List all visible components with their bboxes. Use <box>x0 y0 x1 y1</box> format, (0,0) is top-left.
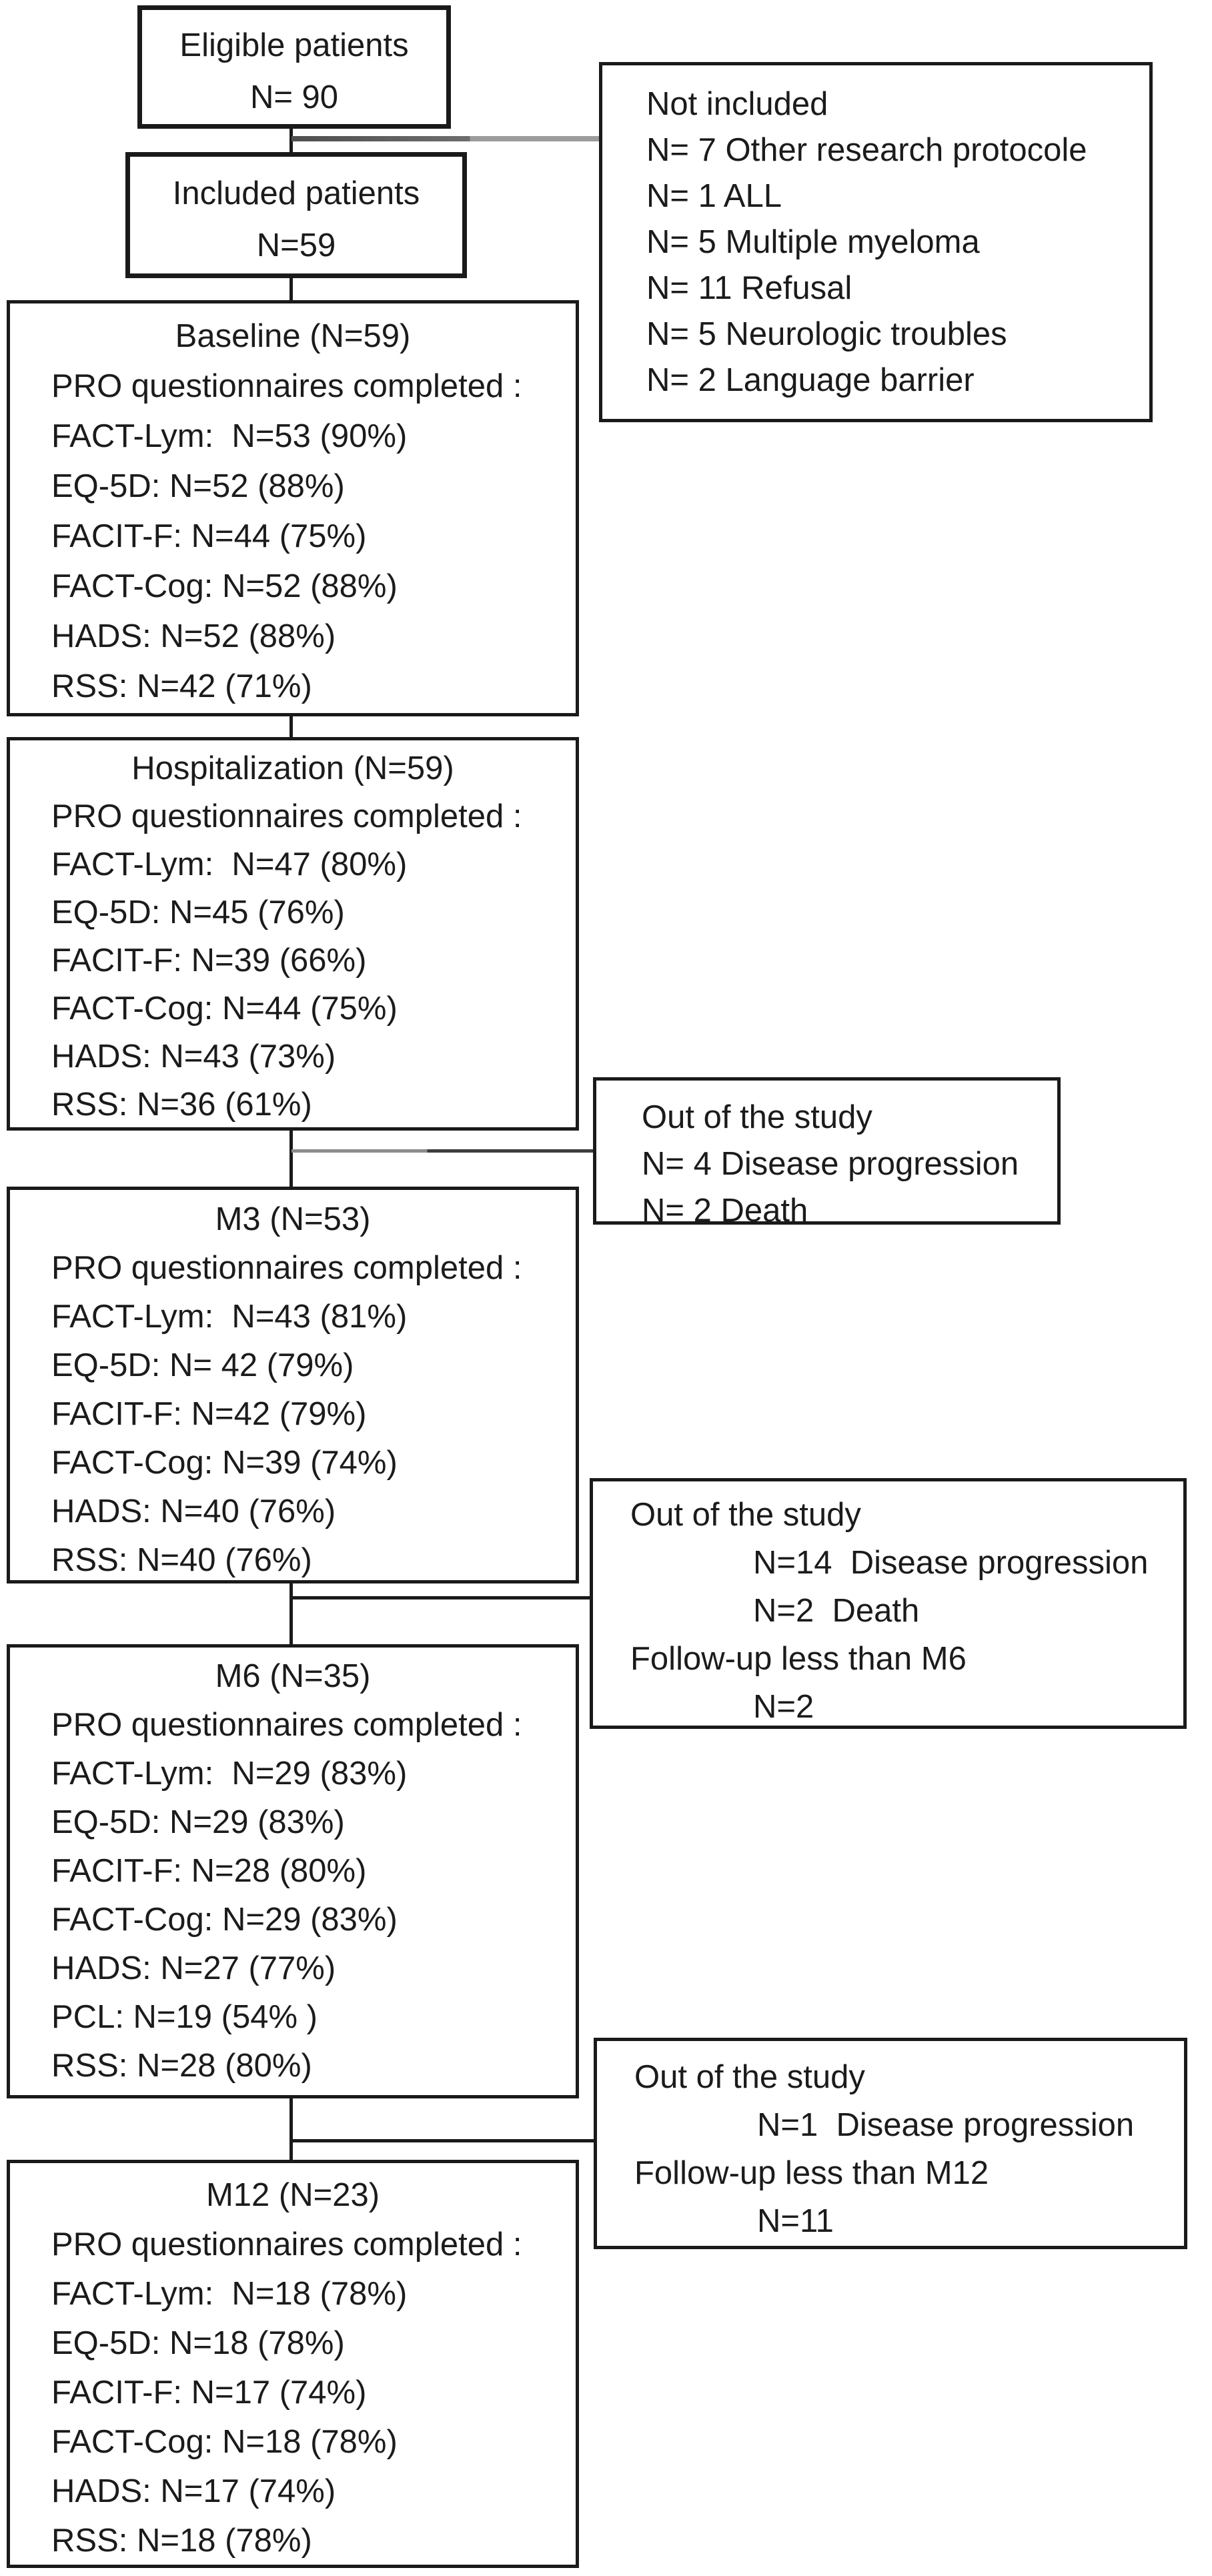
exclusion-reason: N= 7 Other research protocole <box>646 132 1087 168</box>
questionnaire-stat: HADS: N=43 (73%) <box>51 1039 336 1075</box>
exit-reason: N= 4 Disease progression <box>642 1146 1019 1182</box>
exit-reason: N=11 <box>757 2203 834 2239</box>
connector-m3-to-m6 <box>289 1582 293 1646</box>
questionnaire-stat: EQ-5D: N=45 (76%) <box>51 894 345 930</box>
connector-to-out-of-study-1 <box>291 1149 593 1153</box>
box-title: Out of the study <box>634 2059 865 2095</box>
box-subtitle: PRO questionnaires completed : <box>51 2226 522 2263</box>
questionnaire-stat: FACT-Cog: N=18 (78%) <box>51 2424 398 2460</box>
box-title: M12 (N=23) <box>205 2177 380 2213</box>
questionnaire-stat: FACIT-F: N=28 (80%) <box>51 1853 367 1889</box>
out-of-study-box-3: Out of the study N=1 Disease progression… <box>594 2038 1187 2249</box>
exit-reason: N= 2 Death <box>642 1193 808 1229</box>
questionnaire-stat: EQ-5D: N= 42 (79%) <box>51 1347 354 1383</box>
questionnaire-stat: FACT-Cog: N=52 (88%) <box>51 568 398 604</box>
box-subtitle: PRO questionnaires completed : <box>51 1250 522 1286</box>
questionnaire-stat: RSS: N=18 (78%) <box>51 2523 312 2559</box>
hospitalization-box: Hospitalization (N=59) PRO questionnaire… <box>7 737 579 1131</box>
exit-reason: N=2 Death <box>753 1593 920 1629</box>
exit-reason: N=2 <box>753 1689 814 1725</box>
box-title: Out of the study <box>630 1497 861 1533</box>
included-patients-box: Included patients N=59 <box>125 152 467 278</box>
connector-to-not-included <box>291 136 599 141</box>
questionnaire-stat: FACIT-F: N=42 (79%) <box>51 1396 367 1432</box>
connector-baseline-to-hospitalization <box>289 715 293 738</box>
connector-m6-to-m12 <box>289 2097 293 2161</box>
questionnaire-stat: HADS: N=27 (77%) <box>51 1950 336 1986</box>
exit-reason: N=14 Disease progression <box>753 1545 1149 1581</box>
exclusion-reason: N= 1 ALL <box>646 178 782 214</box>
connector-to-out-of-study-3 <box>291 2139 594 2142</box>
m3-box: M3 (N=53) PRO questionnaires completed :… <box>7 1187 579 1583</box>
questionnaire-stat: FACT-Lym: N=53 (90%) <box>51 418 408 454</box>
questionnaire-stat: HADS: N=17 (74%) <box>51 2473 336 2509</box>
questionnaire-stat: FACIT-F: N=17 (74%) <box>51 2375 367 2411</box>
not-included-box: Not included N= 7 Other research protoco… <box>599 62 1153 422</box>
box-title: Hospitalization (N=59) <box>131 750 454 786</box>
questionnaire-stat: RSS: N=40 (76%) <box>51 1542 312 1578</box>
connector-included-to-baseline <box>289 277 293 301</box>
exclusion-reason: N= 5 Multiple myeloma <box>646 224 980 260</box>
exclusion-reason: N= 5 Neurologic troubles <box>646 316 1007 352</box>
exit-reason: Follow-up less than M12 <box>634 2155 989 2191</box>
questionnaire-stat: RSS: N=42 (71%) <box>51 668 312 704</box>
questionnaire-stat: FACT-Lym: N=47 (80%) <box>51 846 408 882</box>
exclusion-reason: N= 11 Refusal <box>646 270 852 306</box>
box-title: Included patients <box>172 175 420 211</box>
questionnaire-stat: EQ-5D: N=52 (88%) <box>51 468 345 504</box>
baseline-box: Baseline (N=59) PRO questionnaires compl… <box>7 300 579 716</box>
connector-eligible-to-included <box>289 127 293 153</box>
m12-box: M12 (N=23) PRO questionnaires completed … <box>7 2160 579 2568</box>
questionnaire-stat: FACT-Lym: N=43 (81%) <box>51 1299 408 1335</box>
box-title: Not included <box>646 86 828 122</box>
questionnaire-stat: PCL: N=19 (54% ) <box>51 1999 318 2035</box>
exclusion-reason: N= 2 Language barrier <box>646 362 975 398</box>
box-count: N= 90 <box>249 79 339 115</box>
questionnaire-stat: FACT-Lym: N=29 (83%) <box>51 1756 408 1792</box>
eligible-patients-box: Eligible patients N= 90 <box>137 5 451 129</box>
out-of-study-box-1: Out of the study N= 4 Disease progressio… <box>593 1077 1061 1229</box>
questionnaire-stat: FACIT-F: N=44 (75%) <box>51 518 367 554</box>
questionnaire-stat: FACT-Cog: N=39 (74%) <box>51 1445 398 1481</box>
questionnaire-stat: HADS: N=52 (88%) <box>51 618 336 654</box>
questionnaire-stat: FACT-Cog: N=29 (83%) <box>51 1902 398 1938</box>
box-subtitle: PRO questionnaires completed : <box>51 368 522 404</box>
questionnaire-stat: FACT-Cog: N=44 (75%) <box>51 991 398 1027</box>
questionnaire-stat: HADS: N=40 (76%) <box>51 1493 336 1529</box>
box-subtitle: PRO questionnaires completed : <box>51 1707 522 1743</box>
questionnaire-stat: RSS: N=28 (80%) <box>51 2048 312 2084</box>
connector-to-out-of-study-2 <box>291 1596 590 1599</box>
out-of-study-box-2: Out of the study N=14 Disease progressio… <box>590 1478 1187 1729</box>
questionnaire-stat: EQ-5D: N=29 (83%) <box>51 1804 345 1840</box>
box-title: Eligible patients <box>179 27 409 63</box>
box-count: N=59 <box>256 227 336 263</box>
connector-hospitalization-to-m3 <box>289 1129 293 1188</box>
questionnaire-stat: EQ-5D: N=18 (78%) <box>51 2325 345 2361</box>
m6-box: M6 (N=35) PRO questionnaires completed :… <box>7 1644 579 2098</box>
box-title: Baseline (N=59) <box>175 318 411 354</box>
box-title: M3 (N=53) <box>215 1201 371 1237</box>
box-title: M6 (N=35) <box>215 1658 371 1694</box>
questionnaire-stat: RSS: N=36 (61%) <box>51 1087 312 1123</box>
box-subtitle: PRO questionnaires completed : <box>51 798 522 834</box>
exit-reason: N=1 Disease progression <box>757 2107 1135 2143</box>
questionnaire-stat: FACT-Lym: N=18 (78%) <box>51 2276 408 2312</box>
box-title: Out of the study <box>642 1099 872 1135</box>
questionnaire-stat: FACIT-F: N=39 (66%) <box>51 942 367 979</box>
exit-reason: Follow-up less than M6 <box>630 1641 967 1677</box>
